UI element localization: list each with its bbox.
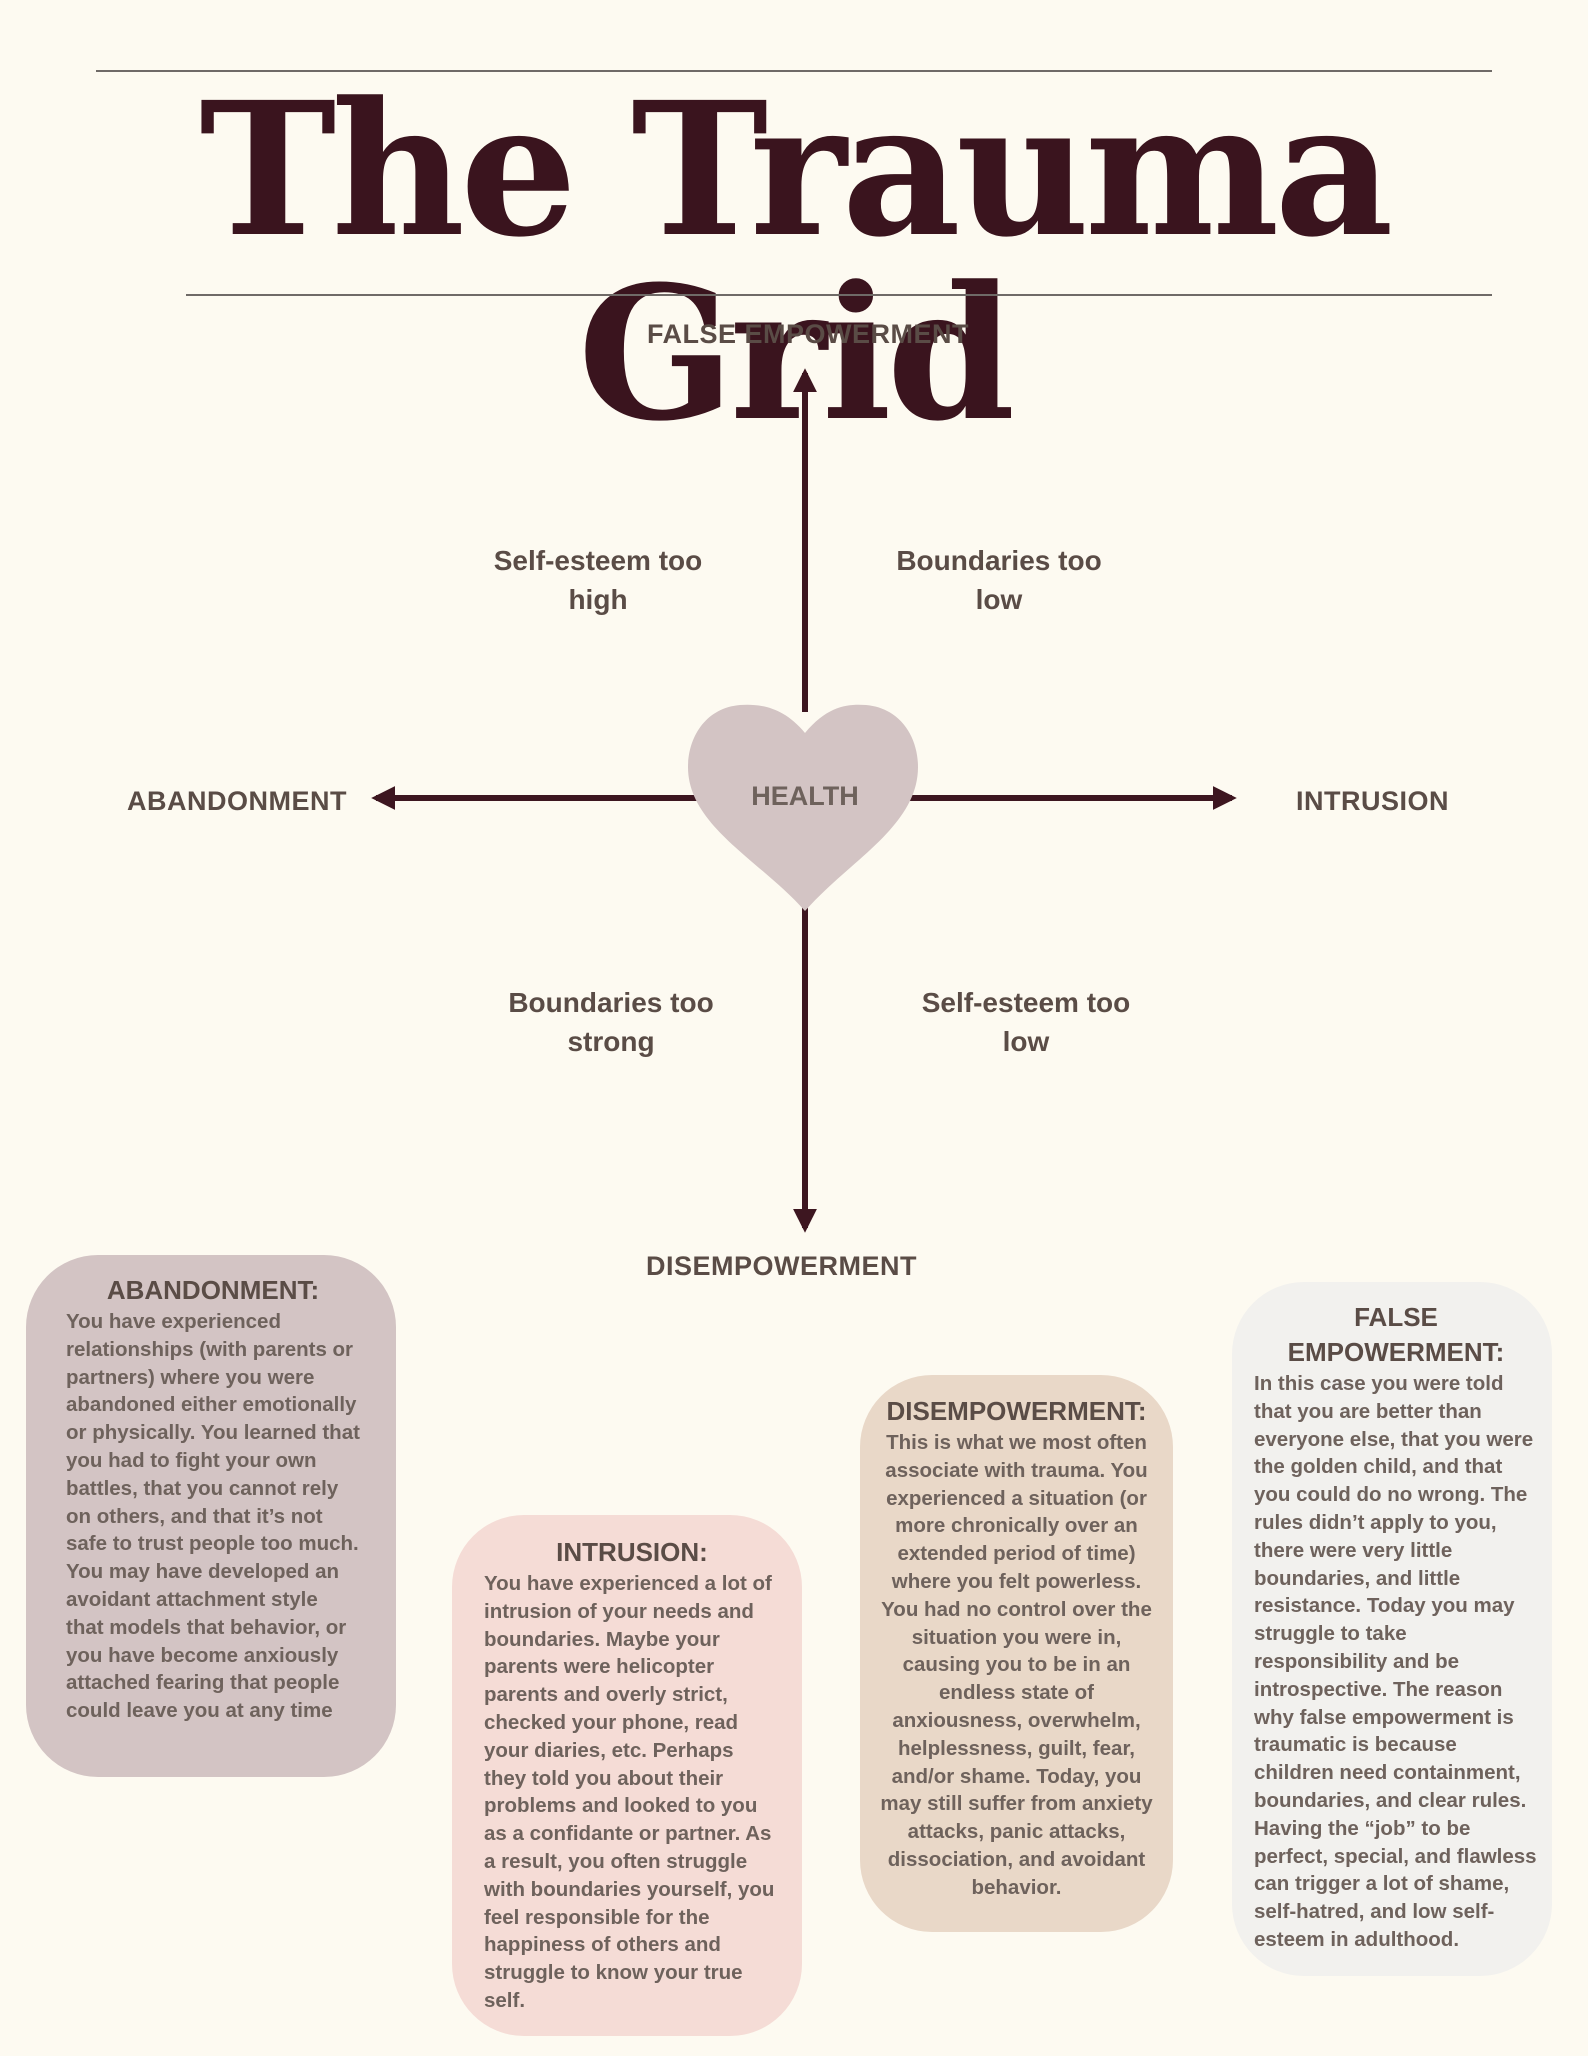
quadrant-top-left: Self-esteem too high xyxy=(438,541,758,619)
axis-label-right: INTRUSION xyxy=(1296,786,1449,816)
card-text: You have experienced relationships (with… xyxy=(66,1310,360,1723)
quadrant-line: low xyxy=(1002,1026,1050,1057)
quadrant-bottom-left: Boundaries too strong xyxy=(451,983,771,1061)
card-text: You have experienced a lot of intrusion … xyxy=(484,1572,775,2012)
title-divider xyxy=(186,294,1492,296)
axis-label-top: FALSE EMPOWERMENT xyxy=(647,319,970,349)
quadrant-top-right: Boundaries too low xyxy=(839,541,1159,619)
quadrant-line: high xyxy=(568,584,628,615)
quadrant-line: strong xyxy=(567,1026,655,1057)
axis-label-left: ABANDONMENT xyxy=(127,786,347,816)
quadrant-line: Self-esteem too xyxy=(921,987,1131,1018)
card-heading: ABANDONMENT: xyxy=(106,1275,320,1305)
heart-icon xyxy=(688,704,918,911)
card-text: This is what we most often associate wit… xyxy=(880,1431,1153,1899)
disempowerment-card: DISEMPOWERMENT: This is what we most oft… xyxy=(860,1375,1173,1932)
axis-label-bottom: DISEMPOWERMENT xyxy=(646,1251,918,1281)
quadrant-line: Boundaries too xyxy=(508,987,714,1018)
intrusion-card: INTRUSION: You have experienced a lot of… xyxy=(452,1515,802,2036)
center-label: HEALTH xyxy=(751,781,859,811)
quadrant-line: Self-esteem too xyxy=(493,545,703,576)
trauma-grid-diagram: HEALTH xyxy=(371,368,1237,1233)
quadrant-line: Boundaries too xyxy=(896,545,1102,576)
abandonment-card: ABANDONMENT: You have experienced relati… xyxy=(26,1255,396,1777)
card-heading: INTRUSION: xyxy=(556,1537,708,1567)
top-divider xyxy=(96,70,1492,72)
quadrant-line: low xyxy=(975,584,1023,615)
card-heading: FALSE EMPOWERMENT: xyxy=(1287,1302,1505,1367)
card-text: In this case you were told that you are … xyxy=(1254,1372,1537,1951)
page-title: The Trauma Grid xyxy=(199,62,1393,462)
card-heading: DISEMPOWERMENT: xyxy=(886,1396,1147,1426)
quadrant-bottom-right: Self-esteem too low xyxy=(866,983,1186,1061)
false-empowerment-card: FALSE EMPOWERMENT: In this case you were… xyxy=(1232,1282,1552,1976)
